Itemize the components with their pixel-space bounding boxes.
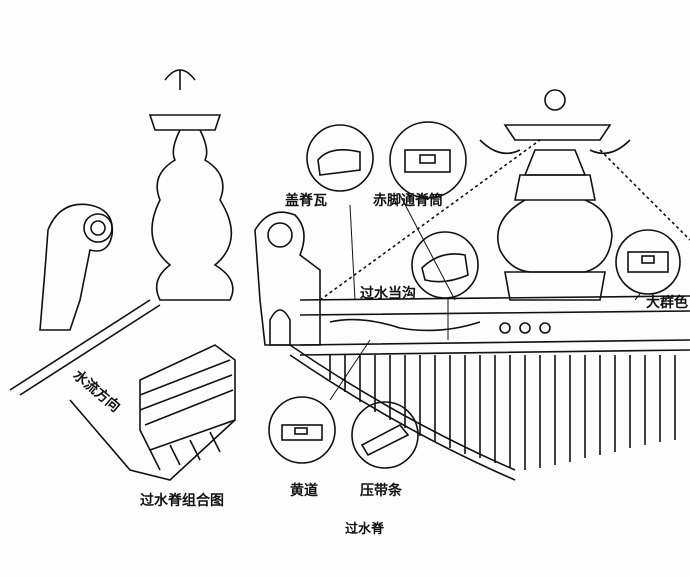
label-huangdao: 黄道 [290, 483, 318, 499]
label-cover-ridge-tile: 盖脊瓦 [285, 193, 327, 209]
label-assembly-title: 过水脊组合图 [140, 493, 224, 509]
label-yadaitiao: 压带条 [360, 483, 402, 499]
right-finial [479, 89, 631, 301]
left-ornament [9, 203, 161, 396]
central-spire [148, 69, 234, 301]
label-main-title: 过水脊 [345, 522, 385, 537]
label-guoshui-danggou: 过水当沟 [360, 286, 416, 302]
ridge-body [254, 211, 690, 356]
detail-circles [268, 121, 681, 469]
roof-slope [289, 344, 676, 481]
assembly-drawing [69, 344, 236, 481]
label-chijiao-ridge-tube: 赤脚通脊筒 [373, 193, 443, 209]
label-da-qunse: 大群色 [646, 295, 688, 311]
